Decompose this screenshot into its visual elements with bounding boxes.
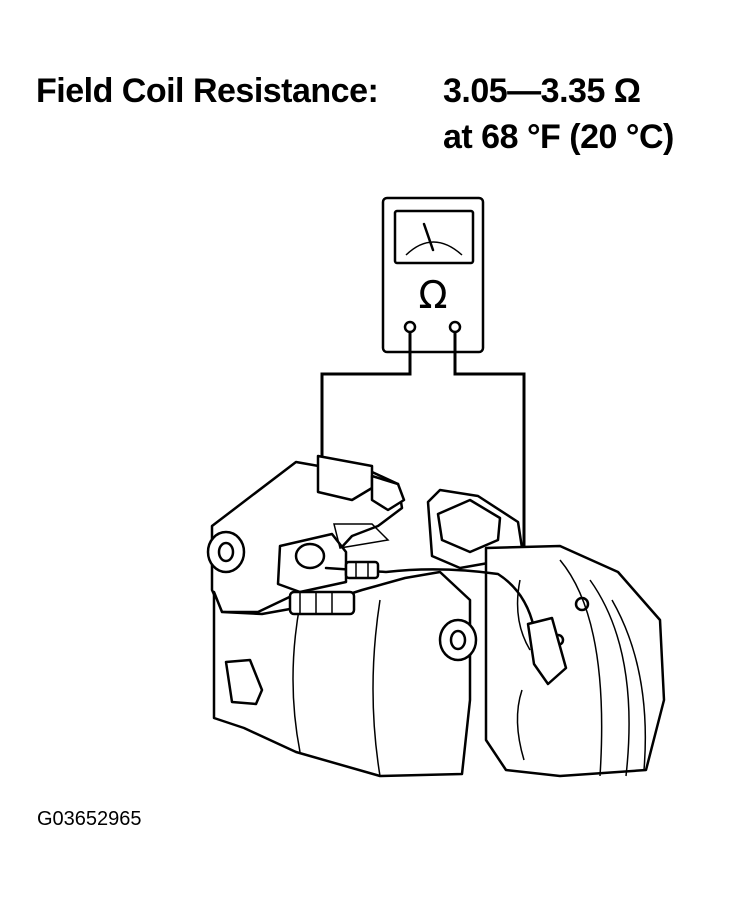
- mounting-lug-right: [438, 618, 478, 662]
- wire-clamp: [526, 616, 568, 686]
- meter-ohm-symbol: Ω: [418, 273, 447, 317]
- test-lead-right: [453, 332, 526, 548]
- meter-needle-icon: [422, 222, 435, 252]
- spec-value: 3.05—3.35 Ω: [443, 72, 641, 110]
- field-coil-connector: [344, 560, 380, 580]
- lower-connector: [288, 590, 356, 616]
- spec-condition: at 68 °F (20 °C): [443, 118, 674, 156]
- ac-compressor: [206, 454, 666, 778]
- spec-label: Field Coil Resistance:: [36, 72, 379, 110]
- field-coil-lead-wire: [324, 566, 542, 654]
- meter-dial-window: [393, 209, 475, 265]
- meter-scale-arc: [405, 241, 463, 256]
- body-flange: [224, 658, 264, 706]
- meter-terminal-right: [448, 320, 462, 334]
- meter-terminal-left: [403, 320, 417, 334]
- mounting-boss: [316, 454, 374, 502]
- figure-code: G03652965: [37, 808, 142, 830]
- ohmmeter: Ω: [381, 196, 485, 354]
- clutch-pulley: [484, 544, 666, 778]
- mounting-lug-left: [206, 530, 246, 574]
